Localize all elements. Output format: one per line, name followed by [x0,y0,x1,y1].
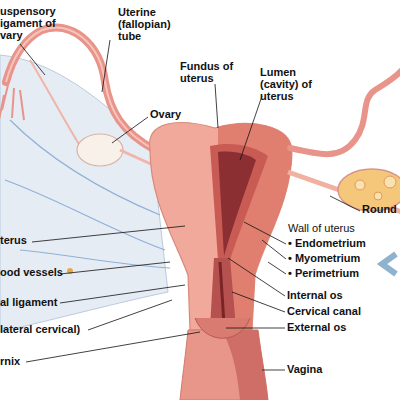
vagina [180,330,268,400]
part-label: Internal os [287,289,387,301]
fallopian-tube [6,28,155,150]
ovarian-ligament [120,150,153,165]
part-label: lateral cervical) [0,323,110,335]
part-label: Round [362,203,400,215]
part-label: • Myometrium [288,252,388,264]
view-arrow [382,254,396,274]
part-label: uspensory igament of vary [0,5,62,41]
part-label: External os [287,321,387,333]
part-label: • Endometrium [288,237,388,249]
part-label: Fundus of uterus [180,60,242,84]
follicle [374,192,382,200]
uterine-cavity [218,152,256,256]
uterus-body [150,123,292,330]
part-label: Uterine (fallopian) tube [118,6,180,42]
fallopian-tube-highlight [6,28,155,150]
ovary-left [77,134,123,166]
vagina-section [222,330,268,400]
part-label: Cervical canal [287,305,387,317]
part-label: Ovary [150,108,210,120]
follicle [355,180,365,190]
leader-lines [20,40,360,370]
follicle [384,176,396,188]
part-label: • Perimetrium [288,267,388,279]
part-label: Lumen (cavity) of uterus [260,66,322,102]
endometrium [210,144,268,260]
cervical-canal [220,262,224,325]
part-label: rnix [0,355,50,367]
broad-ligament [0,55,168,332]
part-label: terus [0,234,60,246]
part-label: Wall of uterus [288,222,388,234]
part-label: al ligament [0,296,80,308]
fimbriae [0,85,24,125]
part-label: Vagina [287,363,387,375]
part-label: ood vessels [0,266,80,278]
cervix-section [210,258,236,328]
